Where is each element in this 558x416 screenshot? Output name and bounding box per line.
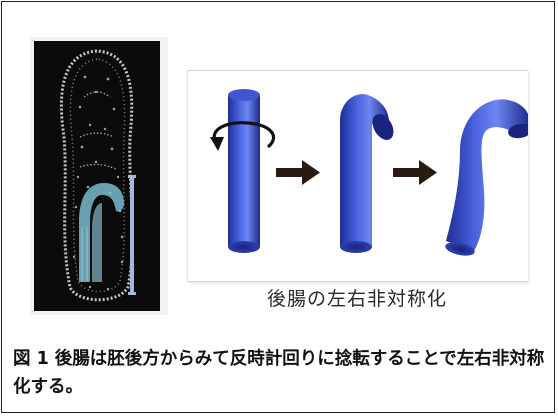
embryo-micrograph: [30, 37, 168, 315]
straight-tube: [228, 89, 260, 253]
twisted-tube: [444, 99, 528, 258]
right-arrow-icon: [393, 160, 437, 185]
legend-text: 後腸は胚後方からみて反時計回りに捻転することで左右非対称化する。: [13, 349, 544, 397]
hindgut-rotation-diagram: [187, 70, 528, 282]
bending-tube: [340, 94, 398, 253]
figure-number: 1: [37, 349, 49, 369]
diagram-caption: 後腸の左右非対称化: [187, 284, 527, 311]
right-arrow-icon: [276, 160, 320, 185]
legend-prefix: 図: [13, 349, 31, 369]
